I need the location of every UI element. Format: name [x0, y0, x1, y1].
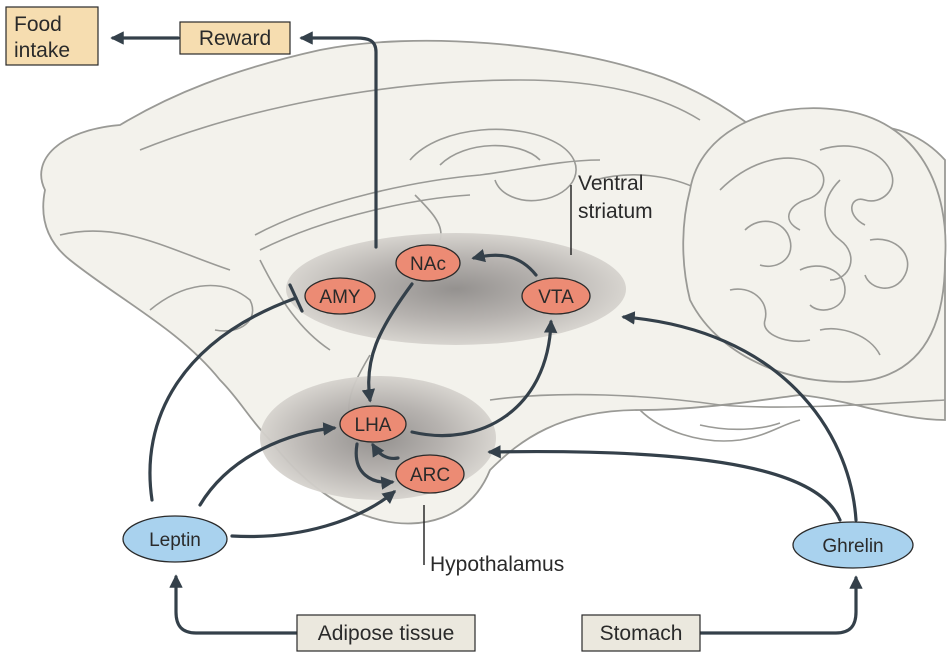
- vta-label: VTA: [538, 287, 574, 308]
- node-leptin: Leptin: [123, 516, 227, 562]
- lha-label: LHA: [355, 415, 392, 436]
- arc-label: ARC: [410, 465, 450, 486]
- ventral-striatum-label-line2: striatum: [578, 200, 653, 223]
- amy-label: AMY: [319, 287, 361, 308]
- stomach-box: Stomach: [582, 615, 700, 651]
- adipose-to-leptin-arrow: [176, 577, 300, 633]
- ventral-striatum-label-line1: Ventral: [578, 172, 643, 195]
- node-amy: AMY: [305, 278, 375, 314]
- reward-box: Reward: [180, 22, 290, 54]
- leptin-label: Leptin: [149, 530, 201, 551]
- node-vta: VTA: [522, 278, 590, 314]
- ghrelin-to-arc-arrow: [490, 452, 840, 520]
- adipose-tissue-box: Adipose tissue: [297, 615, 475, 651]
- hypothalamus-label: Hypothalamus: [430, 553, 564, 576]
- reward-label: Reward: [199, 27, 271, 50]
- food-intake-label-line2: intake: [14, 39, 70, 62]
- pons-line: [640, 410, 800, 441]
- pons-inner-line: [700, 423, 780, 429]
- node-nac: NAc: [396, 245, 460, 281]
- stomach-label: Stomach: [600, 622, 683, 645]
- nac-label: NAc: [410, 254, 446, 275]
- node-ghrelin: Ghrelin: [793, 522, 913, 568]
- node-arc: ARC: [396, 455, 464, 493]
- stomach-to-ghrelin-arrow: [700, 578, 856, 633]
- food-intake-label-line1: Food: [14, 13, 62, 36]
- ghrelin-label: Ghrelin: [822, 536, 883, 557]
- adipose-tissue-label: Adipose tissue: [318, 622, 455, 645]
- food-intake-box: Food intake: [6, 7, 98, 65]
- node-lha: LHA: [340, 406, 406, 442]
